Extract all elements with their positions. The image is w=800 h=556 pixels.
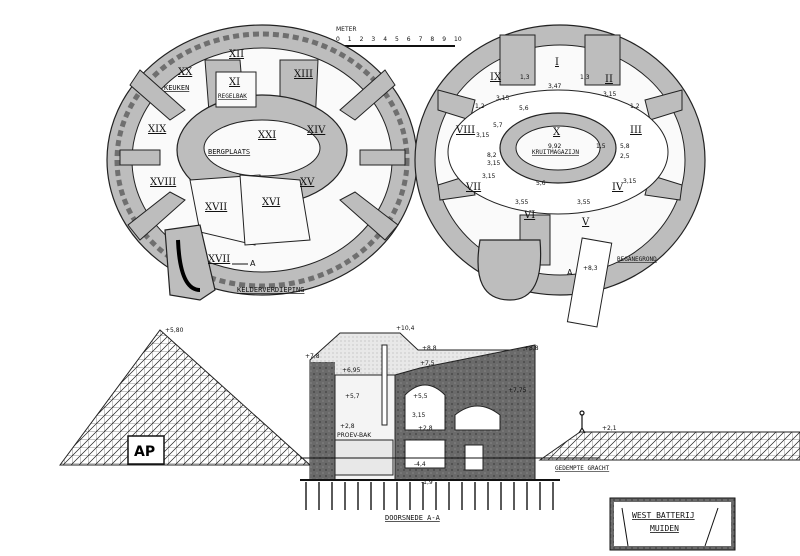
ap-mark: AP (134, 444, 155, 460)
dimension-label: 3,15 (487, 160, 501, 167)
room-number: XVII (208, 254, 230, 265)
scale-tick: 7 (419, 36, 423, 43)
dyke (59, 329, 312, 466)
sword-icon (704, 507, 719, 547)
ground-plan-title: BEGANEGROND (617, 256, 657, 263)
dimension-label: 5,6 (536, 180, 546, 187)
level-label: -4,4 (414, 461, 426, 468)
scale-tick: 0 (336, 36, 340, 43)
cartouche: WEST BATTERIJ MUIDEN (609, 497, 736, 551)
dimension-label: 1,3 (580, 74, 590, 81)
label-storage: BERGPLAATS (208, 148, 250, 156)
level-label: +8,8 (422, 345, 437, 352)
scale-tick: 8 (430, 36, 434, 43)
room-number: XIX (148, 124, 167, 135)
ground-level: +2,1 (602, 425, 617, 432)
dimension-label: 1,5 (596, 143, 606, 150)
scale-tick: 10 (454, 36, 462, 43)
scale-label: METER (336, 26, 357, 33)
dimension-label: 3,15 (623, 178, 637, 185)
level-label: +7,8 (305, 353, 320, 360)
room-number: XVI (262, 197, 280, 208)
ap-mark-box (127, 435, 165, 465)
dimension-label: 5,7 (493, 122, 503, 129)
dimension-label: 2,5 (620, 153, 630, 160)
dimension-label: 3,55 (577, 199, 591, 206)
scale-tick: 3 (371, 36, 375, 43)
level-label: +5,5 (413, 393, 428, 400)
section-marker: A (250, 259, 256, 268)
dimension-label: 8,2 (487, 152, 497, 159)
dimension-label: 5,8 (620, 143, 630, 150)
label-magazine: KRUITMAGAZIJN (532, 149, 579, 156)
cartouche-title: WEST BATTERIJ (632, 511, 695, 520)
human-figure (578, 410, 586, 434)
level-label: -1,9 (421, 479, 433, 486)
scale-tick: 1 (348, 36, 352, 43)
dimension-label: 1,2 (475, 103, 485, 110)
moat-label: GEDEMPTE GRACHT (555, 465, 610, 472)
dimension-label: 5,6 (519, 105, 529, 112)
room-number: XXI (258, 130, 276, 141)
dimension-label: 1,3 (520, 74, 530, 81)
level-label: +7,75 (508, 387, 527, 394)
basement-plan: XII XI XIII XX XIX XXI XIV XVIII XV XVII XVI XVII K… (106, 24, 418, 301)
room-number: IX (490, 72, 502, 83)
scale-tick: 2 (360, 36, 364, 43)
level-label: +2,8 (418, 425, 433, 432)
room-number: XIV (307, 125, 326, 136)
room-number: VIII (455, 125, 475, 136)
sword-icon (621, 507, 629, 547)
dimension-label: 3,47 (548, 83, 562, 90)
dimension-label: 3,15 (482, 173, 496, 180)
room-number: XVII (205, 202, 227, 213)
level-label: +2,8 (340, 423, 355, 430)
room-number: XVIII (150, 177, 176, 188)
level-label: 3,15 (412, 412, 426, 419)
level-label: +6,95 (342, 367, 361, 374)
level-label: +8,8 (524, 345, 539, 352)
dyke-level: +5,80 (165, 327, 184, 334)
dimension-label: 3,15 (603, 91, 617, 98)
room-number: VI (523, 210, 535, 221)
label-regelbak: REGELBAK (218, 93, 247, 100)
dimension-label: 3,55 (515, 199, 529, 206)
room-number: XIII (294, 69, 313, 80)
room-number: V (581, 217, 590, 228)
room-number: X (553, 127, 561, 138)
section-drawing: GEDEMPTE GRACHT +2,1 +10,4 +8,8 +8,8 +7,8 +6… (300, 325, 800, 522)
level-label: +5,7 (345, 393, 360, 400)
room-number: XX (178, 67, 193, 78)
dimension-label: 3,15 (476, 132, 490, 139)
room-number: IV (612, 182, 624, 193)
level-label: +7,5 (420, 360, 435, 367)
room-number: VII (465, 182, 481, 193)
dimension-label: 1,2 (630, 103, 640, 110)
dimension-label: 9,92 (548, 143, 562, 150)
room-number: XV (300, 177, 315, 188)
section-title: DOORSNEDE A-A (385, 514, 441, 522)
dimension-label: 3,15 (496, 95, 510, 102)
label-kitchen: KEUKEN (164, 84, 189, 92)
room-number: III (630, 125, 642, 136)
room-number: II (605, 74, 613, 85)
room-number: I (555, 57, 559, 68)
scale-tick: 4 (383, 36, 387, 43)
scale-tick: 9 (442, 36, 446, 43)
section-marker: A (567, 268, 573, 277)
scale-tick: 5 (395, 36, 399, 43)
room-number: XI (229, 77, 240, 88)
room-label: PROEV-BAK (337, 432, 372, 439)
basement-plan-title: KELDERVERDIEPING (237, 286, 304, 294)
scale-tick: 6 (407, 36, 411, 43)
room-number: XII (229, 49, 244, 60)
entrance-level: +8,3 (583, 265, 598, 272)
cartouche-subtitle: MUIDEN (650, 524, 679, 533)
level-label: +10,4 (396, 325, 415, 332)
